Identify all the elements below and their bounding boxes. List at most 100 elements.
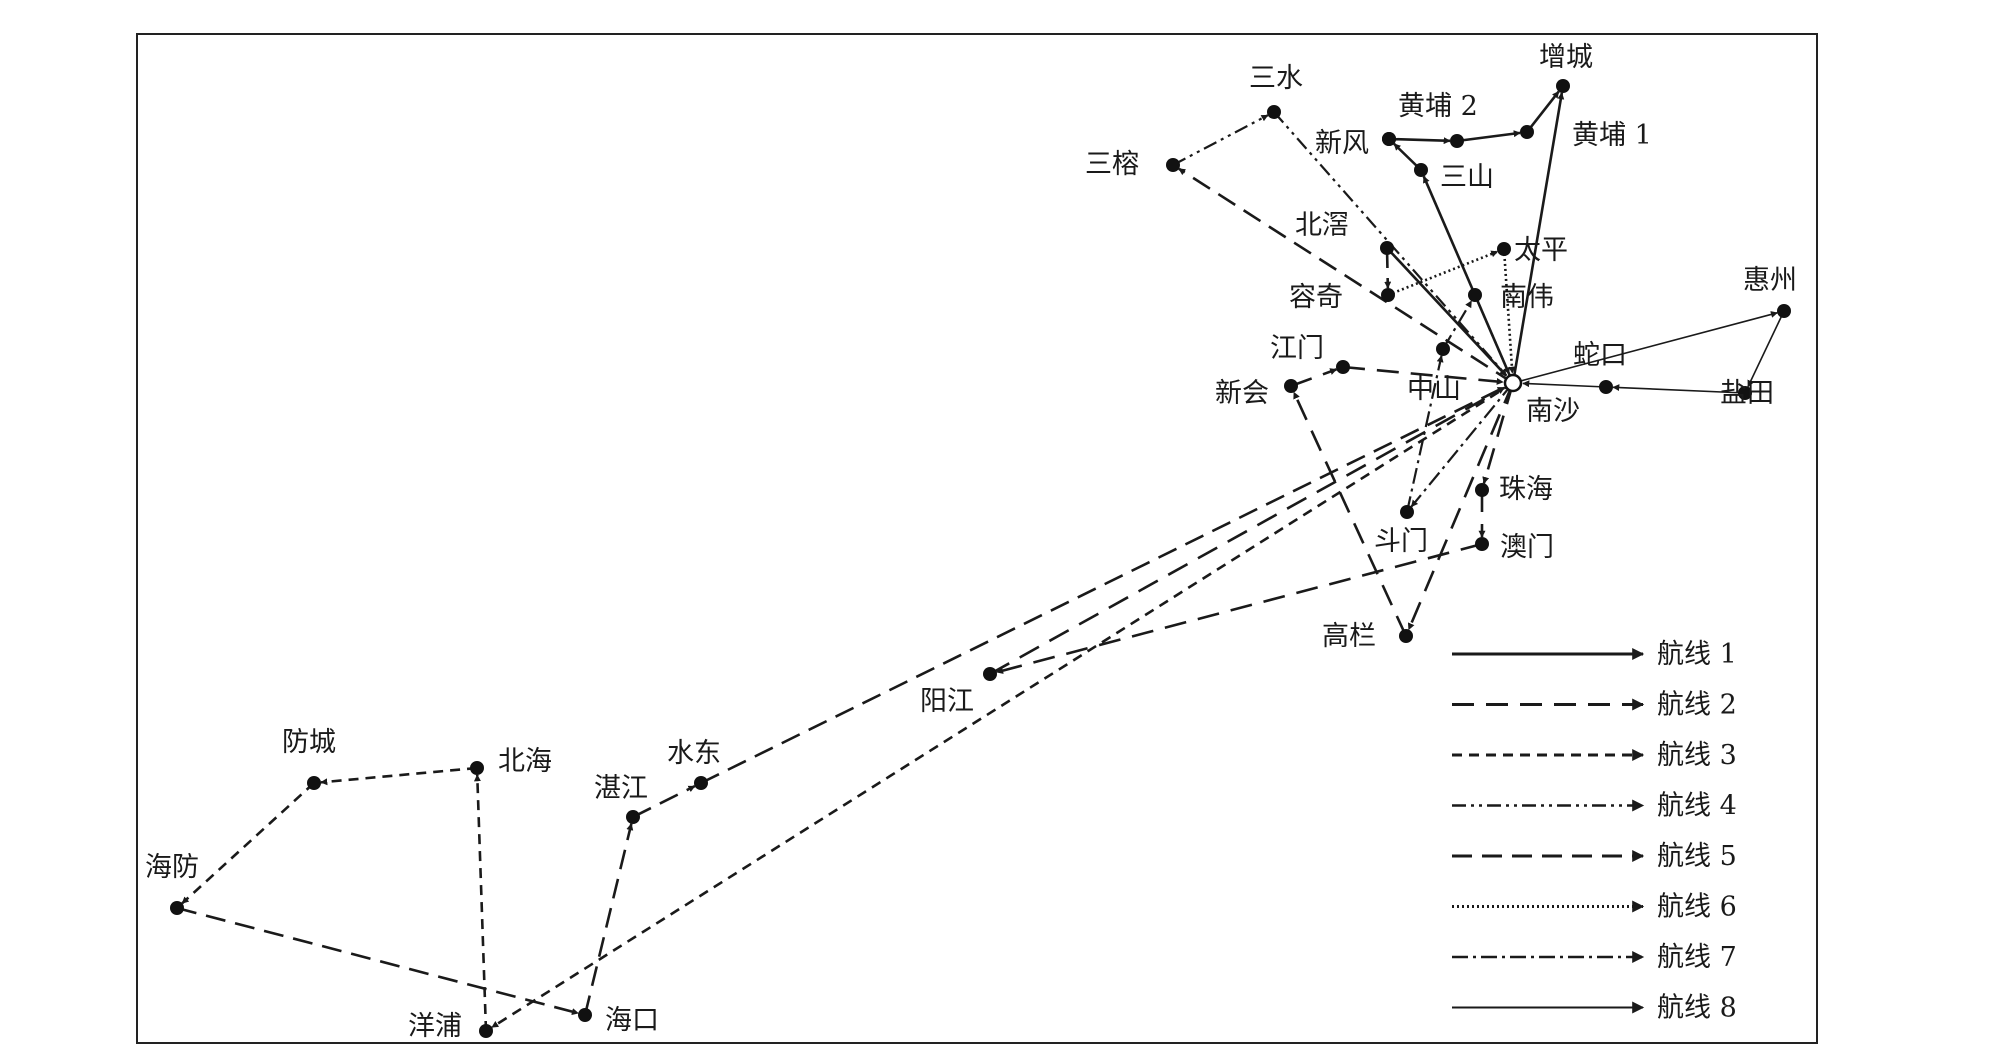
label-sanshan: 三山 [1440,162,1494,193]
node-sanshui [1267,105,1281,119]
edge-route-1-huangpu1-zengcheng [1525,90,1560,133]
edge-route-1-beijiao-nansha [1386,247,1508,377]
node-beijiao [1380,241,1394,255]
legend-item-route-2: 航线 2 [1452,690,1737,721]
node-doumen [1400,505,1414,519]
edge-route-2-nansha-zhuhai [1482,382,1515,484]
edge-route-7-zhongshan-nanwei [1442,300,1473,350]
edge-route-7-doumen-zhongshan [1405,355,1444,513]
node-zengcheng [1556,79,1570,93]
node-xinfeng [1382,132,1396,146]
labels-layer: 三水三榕增城黄埔 2黄埔 1新风三山北滘太平容奇南伟惠州江门新会中山蛇口盐田南沙… [145,42,1797,1042]
label-doumen: 斗门 [1374,526,1428,557]
label-gaolan: 高栏 [1322,621,1376,652]
node-yantian [1738,386,1752,400]
legend-item-route-4: 航线 4 [1452,791,1737,822]
edge-route-4-sanrong-sanshui [1172,114,1269,166]
legend-label-route-1: 航线 1 [1657,639,1737,670]
label-sanshui: 三水 [1249,63,1303,94]
node-zhuhai [1475,483,1489,497]
label-huangpu1: 黄埔 1 [1572,120,1652,151]
edge-route-5-nansha-sanrong [1178,167,1514,385]
edge-route-6-rongqi-taiping [1387,250,1499,297]
edge-route-3-yangpu-beihai [473,774,488,1032]
node-xinhui [1284,379,1298,393]
label-zengcheng: 增城 [1539,42,1593,73]
edges-layer [176,90,1785,1032]
label-haikou: 海口 [605,1005,659,1036]
node-rongqi [1381,288,1395,302]
node-gaolan [1399,629,1413,643]
node-fangcheng [307,776,321,790]
node-beihai [470,761,484,775]
node-jiangmen [1336,360,1350,374]
edge-route-3-nansha-yangpu [491,381,1514,1029]
label-aomen: 澳门 [1500,532,1554,563]
node-shuidong [694,776,708,790]
edge-route-8-nansha-huizhou [1512,311,1778,384]
edge-route-2-jiangmen-nansha [1342,365,1504,385]
label-yantian: 盐田 [1720,378,1774,409]
label-zhuhai: 珠海 [1499,474,1553,505]
edge-route-8-huizhou-yantian [1747,310,1785,388]
edge-route-2-yangjiang-nansha [989,386,1505,676]
node-zhanjiang [626,810,640,824]
node-sanshan [1414,163,1428,177]
node-yangpu [479,1024,493,1038]
node-shekou [1599,380,1613,394]
node-taiping [1497,242,1511,256]
edge-route-2-aomen-yangjiang [996,542,1483,674]
label-shuidong: 水东 [667,738,721,769]
legend-label-route-2: 航线 2 [1657,690,1737,721]
node-haifang [170,901,184,915]
label-huangpu2: 黄埔 2 [1398,91,1478,122]
label-taiping: 太平 [1514,235,1568,266]
label-yangpu: 洋浦 [408,1011,462,1042]
label-beihai: 北海 [498,746,552,777]
node-zhongshan [1436,342,1450,356]
legend-item-route-7: 航线 7 [1452,942,1737,973]
edge-route-5-zhanjiang-shuidong [632,784,696,819]
label-zhongshan: 中山 [1407,374,1461,405]
label-xinhui: 新会 [1215,378,1269,409]
label-sanrong: 三榕 [1085,149,1139,180]
node-haikou [578,1008,592,1022]
node-yangjiang [983,667,997,681]
edge-route-5-haifang-haikou [176,906,579,1016]
edge-route-3-fangcheng-haifang [181,782,315,905]
legend: 航线 1 航线 2 航线 3 航线 4 航线 5 航线 6 航线 7 航线 8 [1452,639,1737,1024]
label-zhanjiang: 湛江 [594,773,648,804]
label-nanwei: 南伟 [1500,282,1554,313]
legend-label-route-7: 航线 7 [1657,942,1737,973]
label-yangjiang: 阳江 [920,686,974,717]
edge-route-8-shekou-nansha [1522,380,1607,388]
legend-label-route-6: 航线 6 [1657,892,1737,923]
edge-route-7-nanwei-nansha [1473,294,1511,375]
legend-label-route-3: 航线 3 [1657,740,1737,771]
node-huizhou [1777,304,1791,318]
legend-item-route-8: 航线 8 [1452,993,1737,1024]
node-sanrong [1166,158,1180,172]
legend-item-route-1: 航线 1 [1452,639,1737,670]
nodes-layer [170,79,1791,1038]
legend-item-route-6: 航线 6 [1452,892,1737,923]
edge-route-3-beihai-fangcheng [320,766,478,786]
edge-route-2-gaolan-xinhui [1292,391,1408,637]
node-huangpu1 [1520,125,1534,139]
edge-route-1-xinfeng-mid_hp [1388,137,1451,145]
node-nanwei [1468,288,1482,302]
legend-label-route-5: 航线 5 [1657,841,1737,872]
edge-route-1-mid_hp-huangpu1 [1456,130,1521,143]
legend-item-route-3: 航线 3 [1452,740,1737,771]
label-shekou: 蛇口 [1573,340,1627,371]
label-jiangmen: 江门 [1270,333,1324,364]
node-aomen [1475,537,1489,551]
legend-label-route-8: 航线 8 [1657,993,1737,1024]
edge-route-2-xinhui-jiangmen [1290,368,1338,388]
legend-label-route-4: 航线 4 [1657,791,1737,822]
label-rongqi: 容奇 [1289,282,1343,313]
label-beijiao: 北滘 [1295,210,1349,241]
label-haifang: 海防 [145,852,199,883]
edge-route-7-nansha-doumen [1410,382,1514,508]
